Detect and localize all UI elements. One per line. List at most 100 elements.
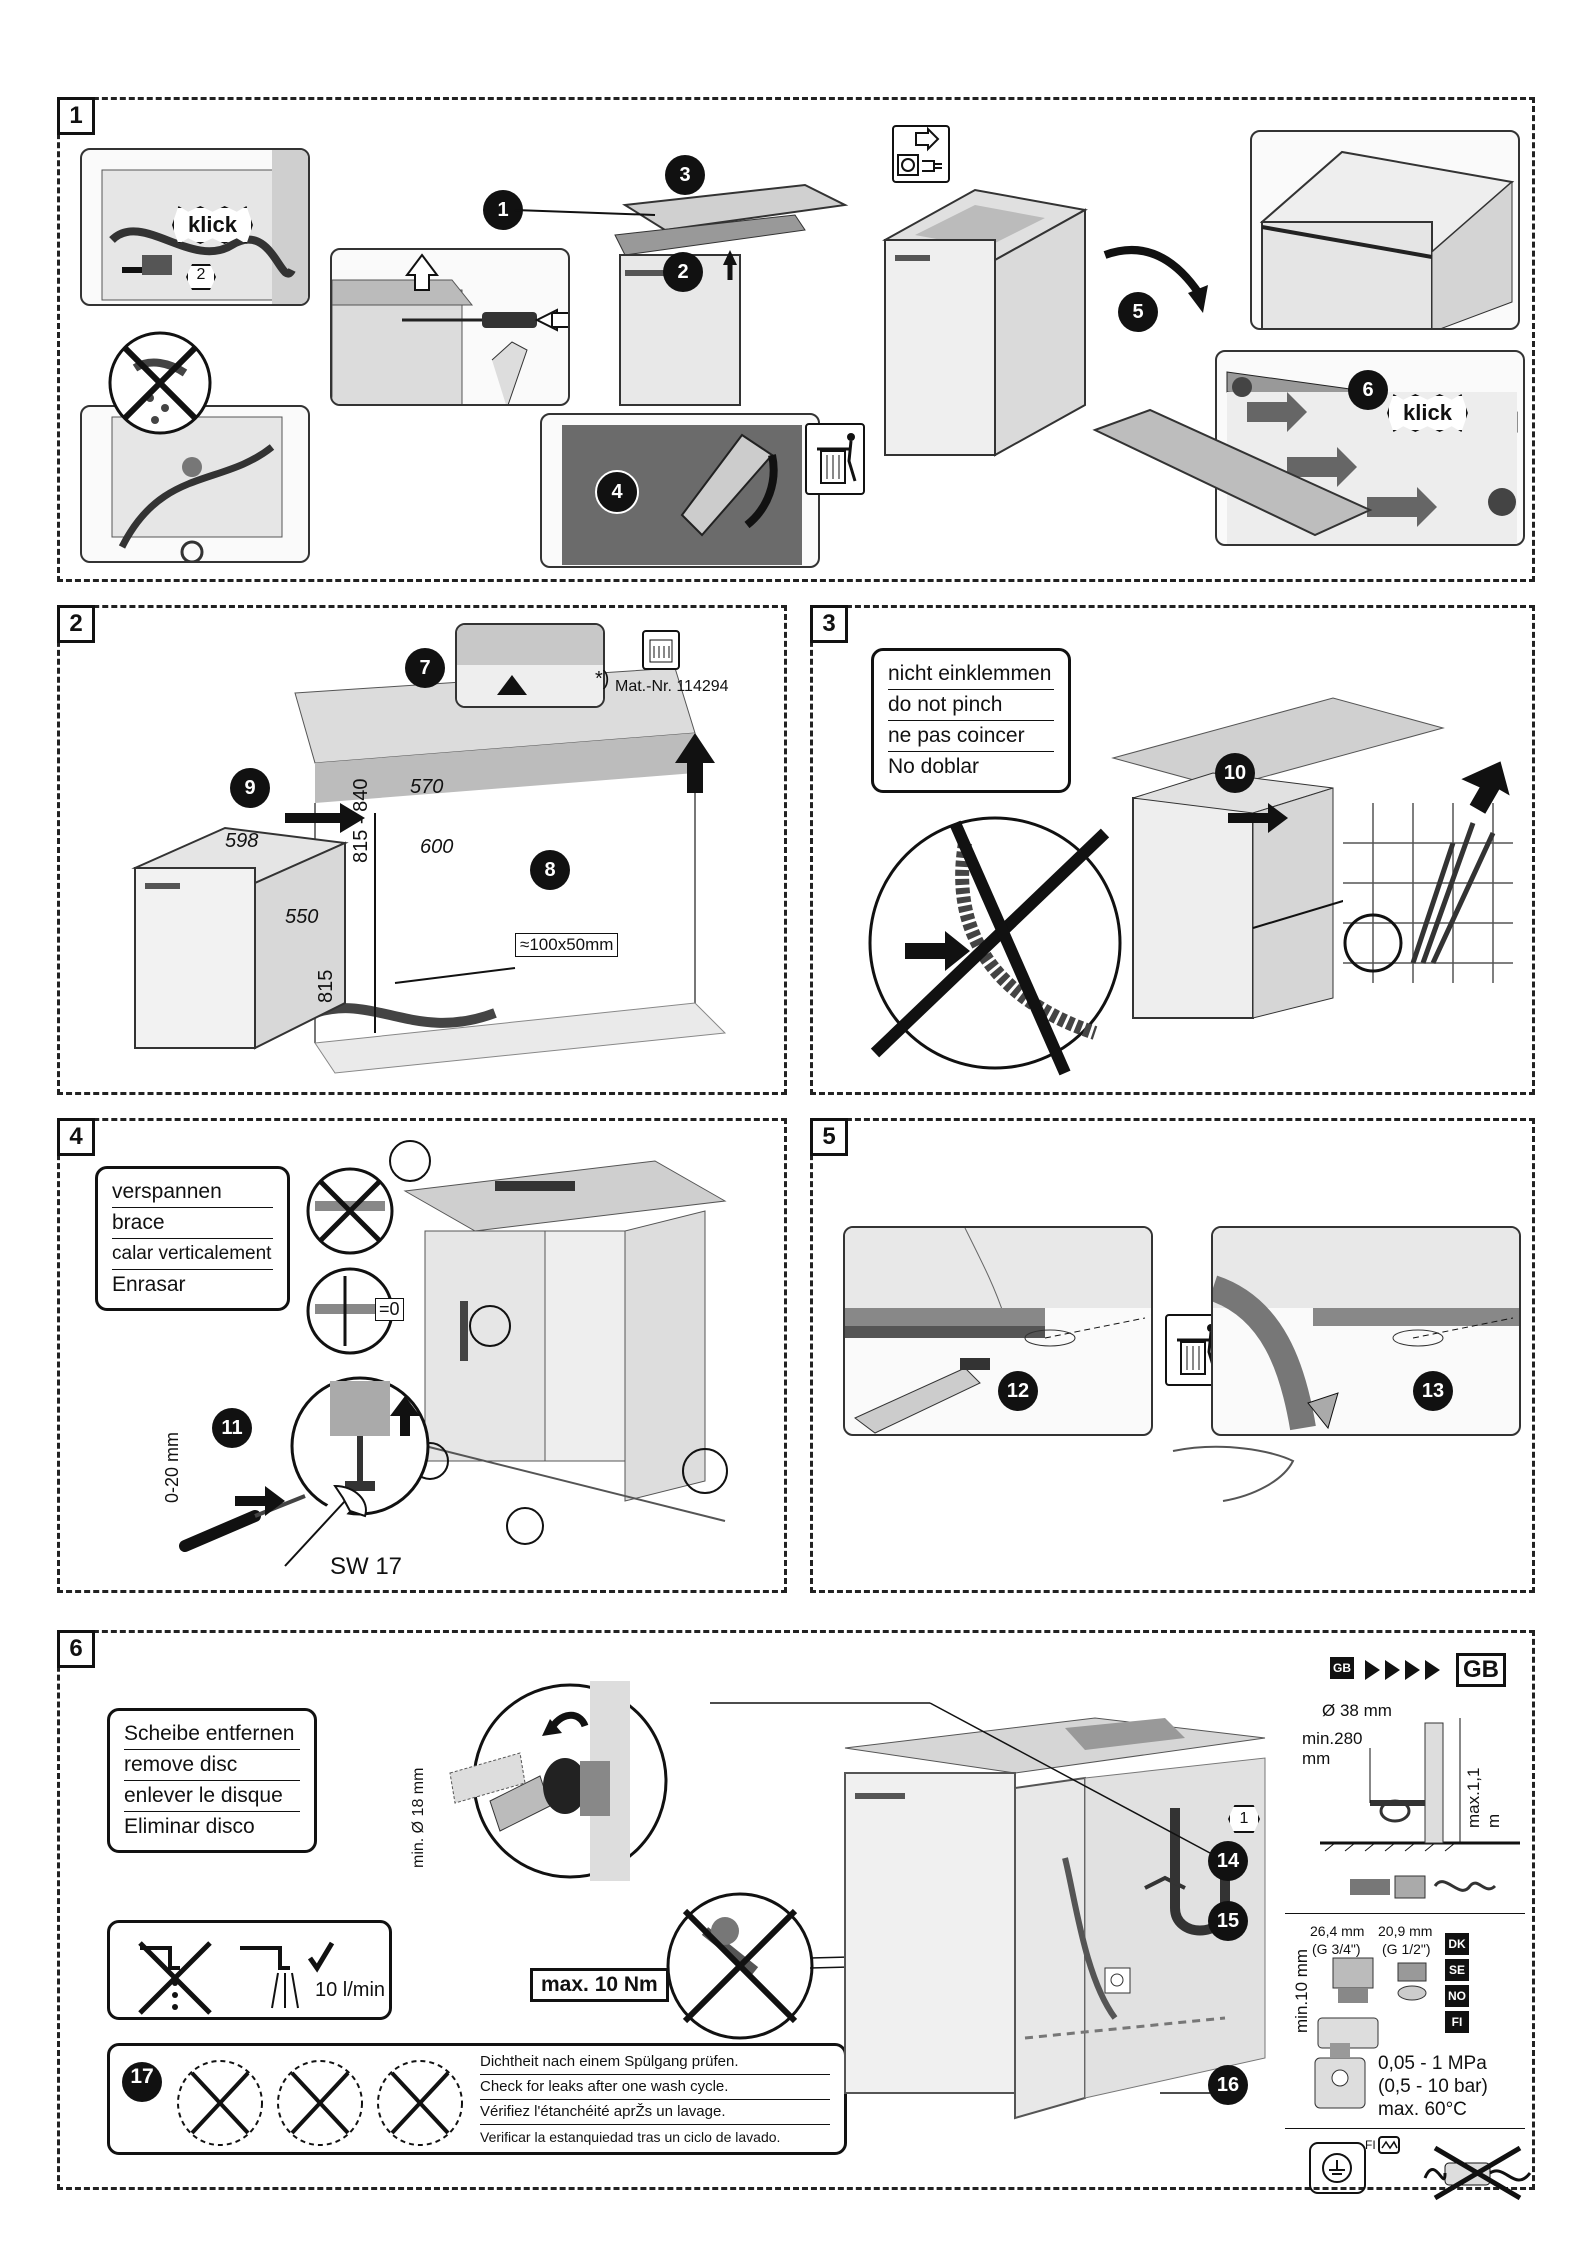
country-code-fi: FI [1445, 2011, 1469, 2033]
no-overtorque-detail [666, 1892, 814, 2040]
step-17-badge: 17 [122, 2062, 162, 2102]
step-5-badge: 5 [1118, 292, 1158, 332]
screwdriver-illustration [330, 248, 570, 406]
brace-es: Enrasar [112, 1273, 186, 1296]
parts-bag-icon [642, 630, 680, 670]
country-code-column: DK SE NO FI [1445, 1933, 1469, 2037]
plug-connection-icon [892, 125, 950, 183]
no-tools-drawing [177, 2060, 463, 2146]
pressure-range-bar: (0,5 - 10 bar) [1378, 2076, 1488, 2097]
material-number: Mat.-Nr. 114294 [615, 678, 729, 695]
step-4-badge: 4 [595, 470, 639, 514]
parts-bag-drawing [649, 639, 673, 663]
hose-coupling-drawing [1350, 1875, 1497, 1899]
leak-en: Check for leaks after one wash cycle. [480, 2075, 830, 2100]
spec-divider [1285, 2128, 1525, 2129]
min-height-unit: mm [1302, 1749, 1331, 1768]
thread-size-1-g: (G 3/4") [1312, 1941, 1361, 1957]
leak-es: Verificar la estanquiedad tras un ciclo … [480, 2129, 781, 2145]
arrow-chevrons [1365, 1660, 1440, 1680]
up-arrow [1461, 761, 1510, 814]
leak-de: Dichtheit nach einem Spülgang prüfen. [480, 2050, 830, 2075]
country-code-se: SE [1445, 1959, 1469, 1981]
push-arrow [285, 803, 365, 833]
step-3-badge: 3 [665, 155, 705, 195]
substep-1-badge: 1 [1228, 1805, 1260, 1833]
hole-size-label: ≈100x50mm [515, 933, 619, 957]
zero-gap-label: =0 [375, 1298, 404, 1321]
pressure-range-mpa: 0,05 - 1 MPa [1378, 2053, 1487, 2074]
thread-size-2-g: (G 1/2") [1382, 1941, 1431, 1957]
pointer-line [514, 209, 656, 216]
threaded-valve-drawing [1317, 1957, 1427, 2049]
screwdriver-drawing [332, 253, 568, 404]
dishwasher-body [882, 188, 1088, 457]
disc-es: Eliminar disco [124, 1815, 255, 1838]
leader-lines [710, 1702, 1211, 2094]
brace-en: brace [112, 1208, 273, 1239]
tap-flow-box: 10 l/min [107, 1920, 392, 2020]
panel-2: 2 9 7 8 *) Mat.-Nr. 114294 [57, 605, 787, 1095]
trash-bin-icon [805, 423, 865, 495]
step-12-badge: 12 [998, 1371, 1038, 1411]
wave-drawing [1381, 2140, 1398, 2150]
klick-label: klick [1387, 394, 1468, 432]
grounded-socket-icon [1309, 2142, 1366, 2194]
step-9-badge: 9 [230, 768, 270, 808]
hose-klick-illustration: klick 2 [80, 148, 310, 306]
water-tank-drawing [1314, 2043, 1366, 2109]
plinth-strip-cut-drawing [845, 1228, 1151, 1434]
no-extension-cord-icon [1423, 2145, 1532, 2201]
leak-check-box: 17 Dichtheit nach einem Spülgang prüfen.… [107, 2043, 847, 2155]
substep-2-badge: 2 [186, 264, 216, 290]
standpipe-drawing [1320, 1718, 1520, 1852]
wave-icon [1378, 2136, 1400, 2154]
flow-rate-label: 10 l/min [315, 1979, 386, 2001]
dishwasher-worktop-removal [614, 183, 849, 406]
panel-1: 1 klick 2 [57, 97, 1535, 582]
tap-flow-drawing [138, 1941, 335, 2015]
hand-drawing [1172, 1445, 1295, 1502]
pipe-diameter-label: Ø 38 mm [1322, 1701, 1392, 1720]
hose-nut-detail [472, 1681, 668, 1881]
brace-de: verspannen [112, 1177, 273, 1208]
panel-number: 6 [57, 1630, 95, 1668]
dimension-550: 550 [285, 906, 319, 928]
panel-number: 3 [810, 605, 848, 643]
plinth-strip-removal-drawing [1213, 1228, 1519, 1431]
step-7-badge: 7 [405, 648, 445, 688]
push-arrow [1228, 803, 1288, 833]
hoses-and-tiles-drawing [1343, 803, 1513, 983]
hose-removal-drawing [111, 416, 283, 561]
step-14-badge: 14 [1208, 1841, 1248, 1881]
plinth-strip-removal-illustration [1211, 1226, 1521, 1436]
pinched-hose-detail [868, 816, 1122, 1076]
thread-size-1: 26,4 mm [1310, 1923, 1365, 1939]
hose-drip-illustration [80, 405, 310, 563]
hose-end-drawing [449, 1752, 526, 1804]
step-8-badge: 8 [530, 850, 570, 890]
min-diameter-18mm: min. Ø 18 mm [410, 1767, 427, 1868]
step-6-badge: 6 [1348, 370, 1388, 410]
panel-3: 3 nicht einklemmen do not pinch ne pas c… [810, 605, 1535, 1095]
warning-es: No doblar [888, 755, 980, 778]
rail-strip [1092, 408, 1373, 537]
brace-label-box: verspannen brace calar verticalement Enr… [95, 1166, 290, 1311]
country-code-dk: DK [1445, 1933, 1469, 1955]
asterisk-note: *) [595, 668, 610, 690]
gb-country-row: GB GB [1330, 1653, 1506, 1687]
step-2-badge: 2 [663, 252, 703, 292]
dishwasher-cabinet-drawing [389, 1140, 728, 1545]
trash-bin-drawing [817, 433, 857, 484]
warning-fr: ne pas coincer [888, 721, 1054, 752]
panel-number: 4 [57, 1118, 95, 1156]
panel-5: 5 12 [810, 1118, 1535, 1593]
panel-number: 2 [57, 605, 95, 643]
dimension-598: 598 [225, 830, 259, 852]
max-height-label: max.1,1 m [1464, 1767, 1503, 1828]
klick-label: klick [172, 206, 253, 244]
remove-disc-label-box: Scheibe entfernen remove disc enlever le… [107, 1708, 317, 1853]
panel-4: 4 verspannen brace calar verticalement E… [57, 1118, 787, 1593]
country-code-no: NO [1445, 1985, 1469, 2007]
wrench-size-label: SW 17 [330, 1553, 403, 1580]
